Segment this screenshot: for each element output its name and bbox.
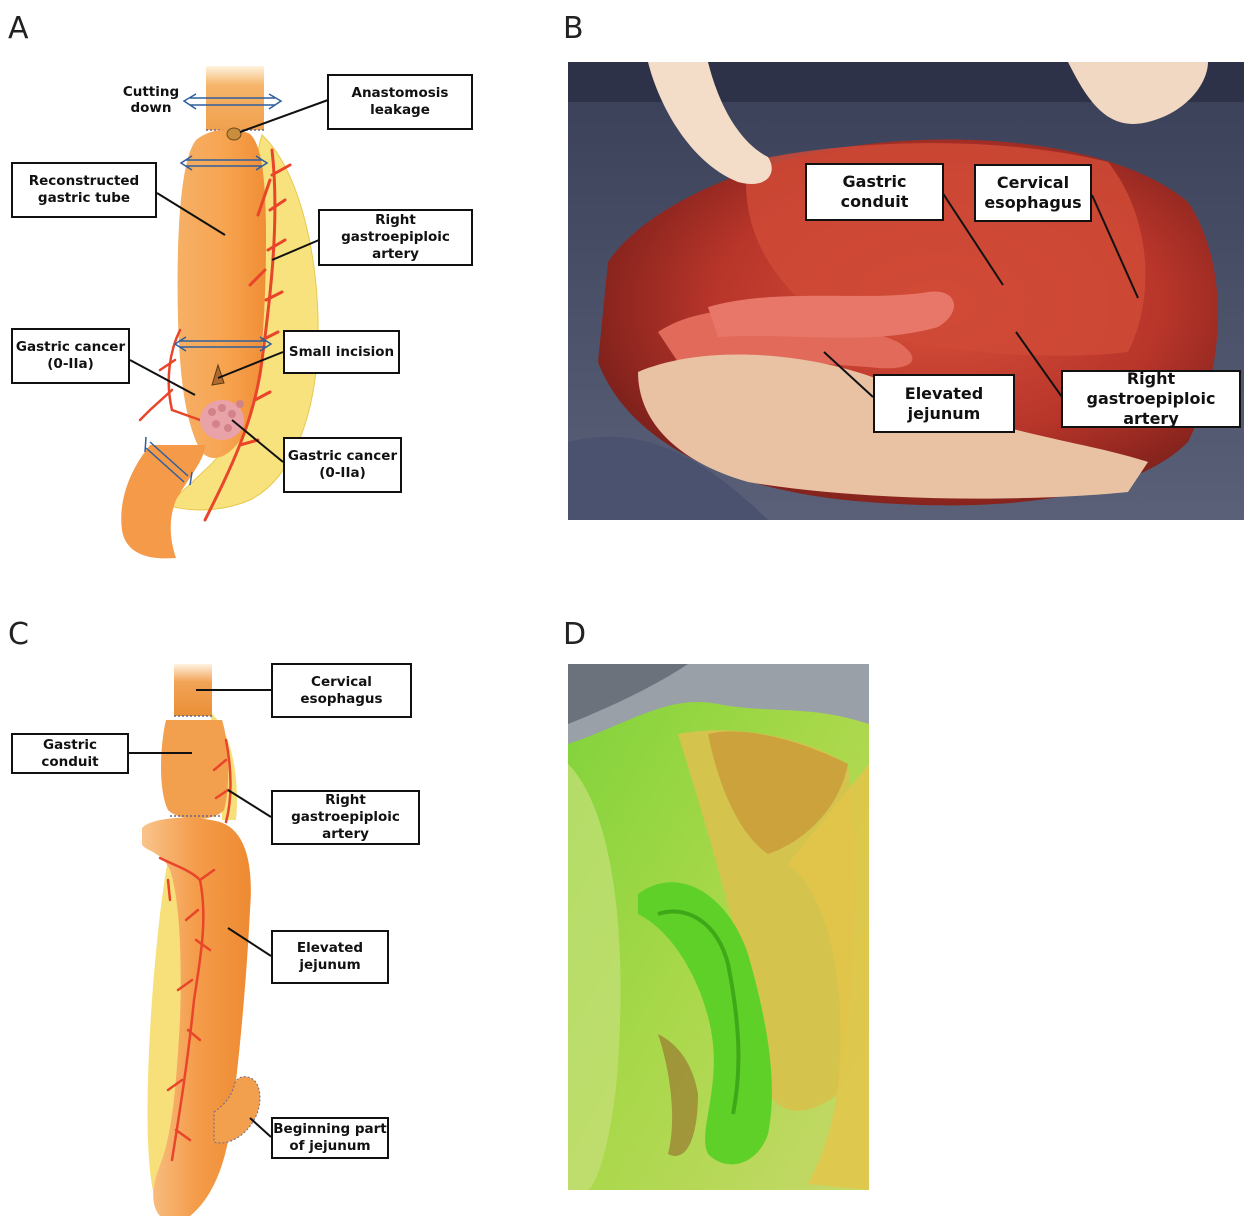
label-elevated-jejunum-b: Elevated jejunum: [873, 374, 1015, 433]
label-gastric-conduit-c: Gastric conduit: [11, 733, 129, 774]
label-cervical-esophagus-c: Cervical esophagus: [271, 663, 412, 718]
label-cervical-esophagus-b: Cervical esophagus: [974, 164, 1092, 222]
panel-c-illustration: [0, 0, 560, 1225]
panel-d-photo-drawing: [568, 664, 869, 1190]
panel-d-photo: [568, 664, 869, 1190]
label-right-gastroepiploic-artery-c: Right gastroepiploic artery: [271, 790, 420, 845]
panel-letter-d: D: [563, 620, 586, 650]
label-elevated-jejunum-c: Elevated jejunum: [271, 930, 389, 984]
label-beginning-part-of-jejunum-c: Beginning part of jejunum: [271, 1117, 389, 1159]
c-gastric-conduit-shape: [161, 720, 228, 819]
label-right-gastroepiploic-artery-b: Right gastroepiploic artery: [1061, 370, 1241, 428]
label-gastric-conduit-b: Gastric conduit: [805, 163, 944, 221]
